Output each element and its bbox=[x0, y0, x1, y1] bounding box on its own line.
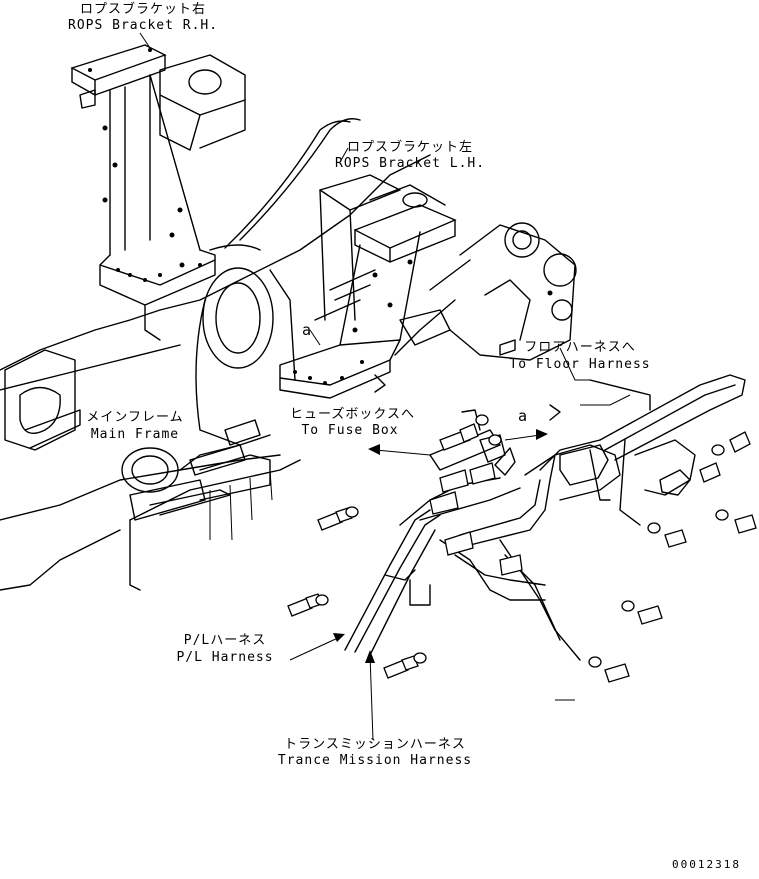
bolt-1 bbox=[439, 423, 479, 451]
main-frame-label-jp: メインフレーム bbox=[86, 410, 184, 425]
bolt-8 bbox=[734, 514, 757, 534]
harness-routing-drawing bbox=[344, 374, 746, 661]
pl-harness-label-en: P/L Harness bbox=[176, 650, 274, 665]
rops-bracket-lh-label-en: ROPS Bracket L.H. bbox=[335, 156, 486, 171]
washer-8 bbox=[647, 522, 661, 534]
reference-mark-a-right: a bbox=[518, 407, 529, 425]
fuse-box-label-jp: ヒューズボックスへ bbox=[290, 407, 415, 422]
transmission-harness-label-en: Trance Mission Harness bbox=[277, 753, 473, 768]
rops-bracket-rh-label-jp: ロプスブラケット右 bbox=[79, 2, 206, 17]
rops-bracket-rh-drawing bbox=[70, 44, 261, 341]
washer-7 bbox=[588, 656, 602, 668]
floor-harness-label-jp: フロアハーネスへ bbox=[524, 340, 636, 355]
bolt-6 bbox=[604, 663, 630, 683]
bolts-and-washers bbox=[287, 414, 757, 683]
fuse-box-label-en: To Fuse Box bbox=[301, 423, 399, 438]
bolt-9 bbox=[729, 431, 751, 453]
main-frame-label-en: Main Frame bbox=[90, 427, 180, 442]
floor-harness-label-en: To Floor Harness bbox=[509, 357, 651, 372]
washer-6 bbox=[621, 600, 635, 612]
washer-5 bbox=[413, 652, 427, 664]
rops-bracket-rh-label-en: ROPS Bracket R.H. bbox=[68, 18, 219, 33]
drawing-number: 00012318 bbox=[672, 858, 741, 871]
washer-9 bbox=[715, 509, 729, 521]
washer-10 bbox=[711, 444, 725, 456]
bolt-5 bbox=[637, 605, 663, 625]
loader-arm-drawing bbox=[394, 222, 577, 361]
washer-4 bbox=[315, 594, 329, 606]
pl-harness-label-jp: P/Lハーネス bbox=[183, 633, 267, 648]
reference-mark-a-left: a bbox=[302, 321, 313, 339]
rops-bracket-lh-drawing bbox=[224, 118, 457, 399]
rops-bracket-lh-label-jp: ロプスブラケット左 bbox=[346, 140, 473, 155]
bolt-10 bbox=[699, 462, 721, 483]
transmission-harness-label-jp: トランスミッションハーネス bbox=[284, 737, 466, 752]
washer-3 bbox=[345, 506, 359, 518]
leader-lines bbox=[139, 32, 631, 741]
bolt-7 bbox=[664, 529, 687, 548]
main-frame-drawing bbox=[0, 154, 431, 591]
washer-1 bbox=[475, 414, 489, 426]
washer-2 bbox=[488, 434, 502, 446]
bolt-4 bbox=[383, 655, 419, 679]
